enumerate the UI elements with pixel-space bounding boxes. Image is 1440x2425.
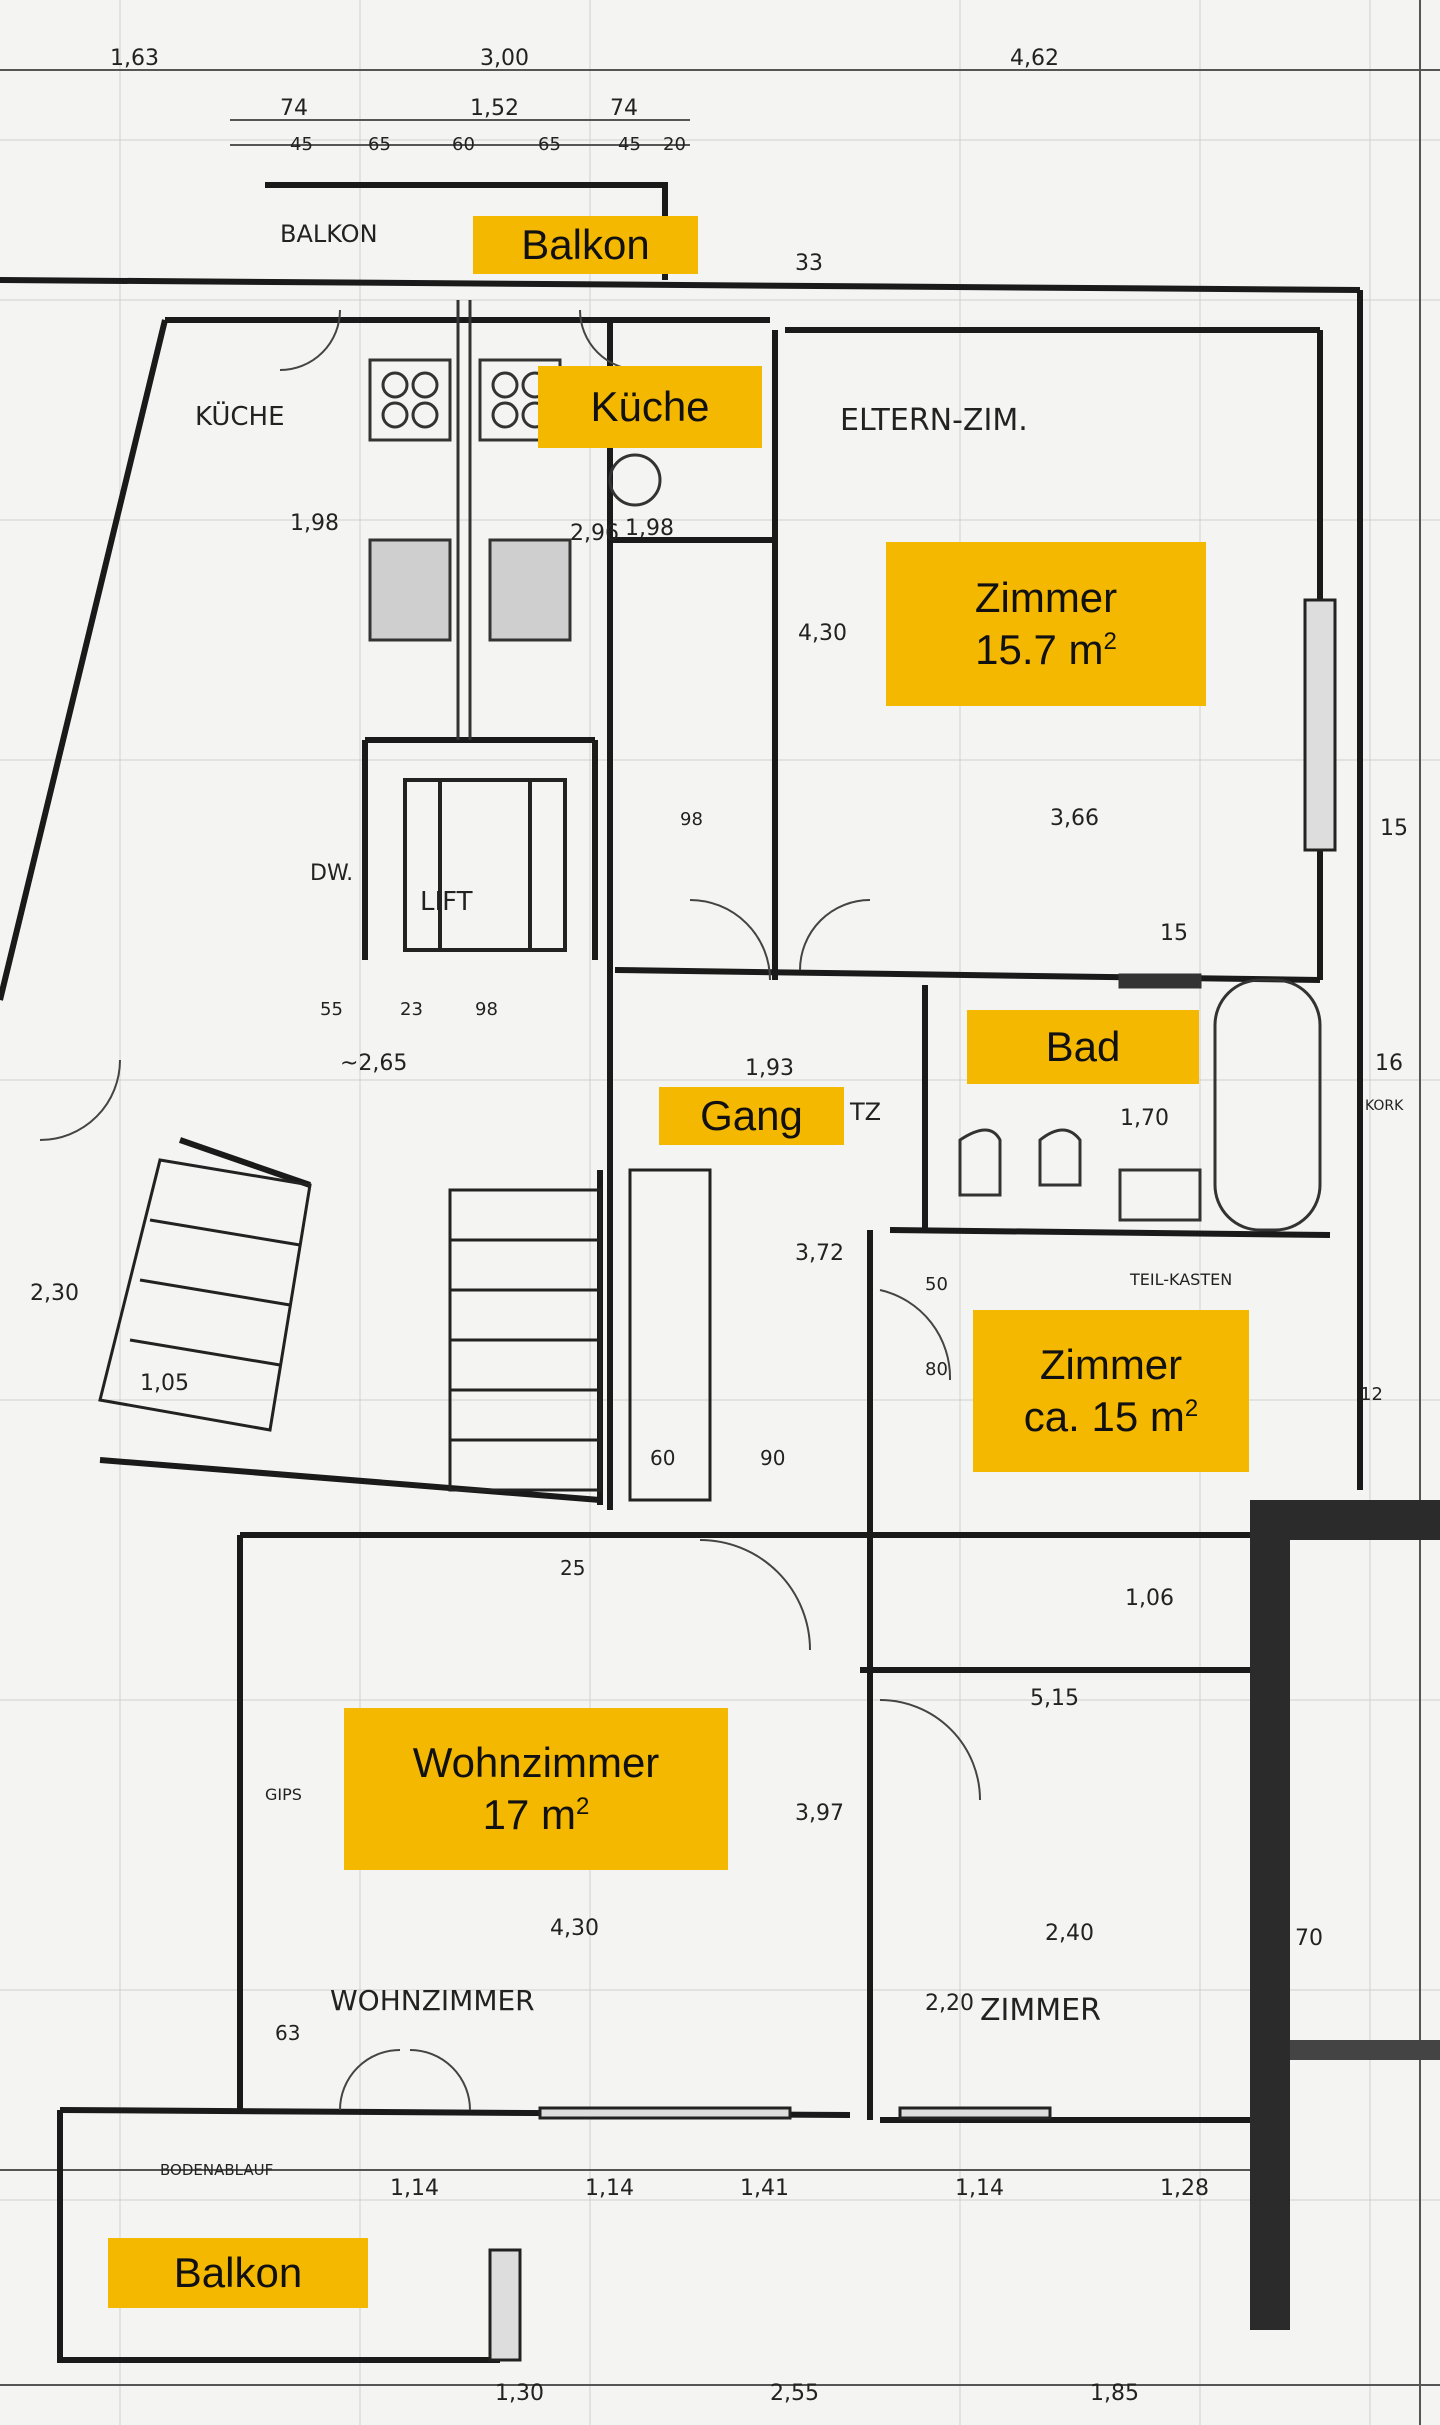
- stairs: [98, 1158, 712, 1502]
- dim-33: 33: [795, 251, 823, 276]
- dim-45a: 45: [290, 134, 313, 155]
- dim-98b: 98: [680, 809, 703, 830]
- plan-text-wohnzimmer: WOHNZIMMER: [330, 1984, 535, 2017]
- dim-430h: 4,30: [550, 1916, 599, 1941]
- dim-193: 1,93: [745, 1056, 794, 1081]
- plan-text-bodenablauf: BODENABLAUF: [160, 2161, 273, 2179]
- thick-wall: [1250, 1500, 1440, 2330]
- dim-130: 1,30: [495, 2381, 544, 2406]
- label-balkon-top: Balkon: [473, 216, 698, 274]
- label-zimmer-2-name: Zimmer: [1039, 1340, 1183, 1388]
- plan-text-zimmer: ZIMMER: [980, 1993, 1101, 2028]
- label-zimmer-2: Zimmer ca. 15 m2: [973, 1310, 1249, 1472]
- plan-annotations: BALKON KÜCHE ELTERN-ZIM. LIFT DW. WOHNZI…: [160, 220, 1404, 2179]
- label-kueche: Küche: [538, 366, 762, 448]
- dim-141: 1,41: [740, 2176, 789, 2201]
- plan-text-tz: TZ: [849, 1098, 881, 1126]
- dim-top-3: 4,62: [1010, 46, 1059, 71]
- dim-65b: 65: [538, 134, 561, 155]
- dim-55: 55: [320, 999, 343, 1020]
- plan-text-teil-kasten: TEIL-KASTEN: [1129, 1270, 1232, 1289]
- dim-45b: 45: [618, 134, 641, 155]
- dim-515: 5,15: [1030, 1686, 1079, 1711]
- dim-60: 60: [452, 134, 475, 155]
- dim-63: 63: [275, 2021, 300, 2045]
- dim-74a: 74: [280, 96, 308, 121]
- dim-397: 3,97: [795, 1801, 844, 1826]
- dim-15b: 15: [1160, 921, 1188, 946]
- dim-105: 1,05: [140, 1371, 189, 1396]
- plan-text-balkon: BALKON: [280, 220, 378, 248]
- label-balkon-bottom: Balkon: [108, 2238, 368, 2308]
- label-eltern-zimmer-area: 15.7 m: [975, 626, 1104, 673]
- dim-23: 23: [400, 999, 423, 1020]
- dim-12: 12: [1360, 1384, 1383, 1405]
- dim-240: 2,40: [1045, 1921, 1094, 1946]
- dim-170: 1,70: [1120, 1106, 1169, 1131]
- dim-50: 50: [925, 1274, 948, 1295]
- plan-text-lift: LIFT: [420, 887, 473, 917]
- dim-80: 80: [925, 1359, 948, 1380]
- label-wohnzimmer-area: 17 m: [482, 1791, 576, 1838]
- dim-15a: 15: [1380, 816, 1408, 841]
- dim-220: 2,20: [925, 1991, 974, 2016]
- dim-106: 1,06: [1125, 1586, 1174, 1611]
- plan-text-kueche: KÜCHE: [195, 400, 285, 432]
- plan-text-gips: GIPS: [265, 1785, 302, 1804]
- dim-185: 1,85: [1090, 2381, 1139, 2406]
- bathroom-fixtures: [958, 973, 1322, 1232]
- lift-shaft: [403, 778, 567, 952]
- kitchen-fixtures: [368, 300, 662, 740]
- door-swings: [39, 309, 981, 2111]
- walls: [0, 182, 1363, 2363]
- dim-114a: 1,14: [390, 2176, 439, 2201]
- area-exponent: 2: [1103, 628, 1117, 655]
- plan-text-eltern-zim: ELTERN-ZIM.: [840, 403, 1028, 438]
- plan-text-kork: KORK: [1365, 1098, 1404, 1114]
- dim-198b: 1,98: [625, 516, 674, 541]
- dim-430v: 4,30: [798, 621, 847, 646]
- dim-265: ~2,65: [340, 1051, 407, 1076]
- dim-230: 2,30: [30, 1281, 79, 1306]
- dim-25: 25: [560, 1556, 585, 1580]
- dim-296: 2,96: [570, 521, 619, 546]
- dim-255: 2,55: [770, 2381, 819, 2406]
- dim-74b: 74: [610, 96, 638, 121]
- dim-152: 1,52: [470, 96, 519, 121]
- windows: [488, 598, 1337, 2362]
- area-exponent: 2: [576, 1793, 590, 1820]
- dim-114b: 1,14: [585, 2176, 634, 2201]
- label-zimmer-2-area: ca. 15 m: [1023, 1393, 1185, 1440]
- dim-366: 3,66: [1050, 806, 1099, 831]
- label-bad: Bad: [967, 1010, 1199, 1084]
- dim-372: 3,72: [795, 1241, 844, 1266]
- label-wohnzimmer-name: Wohnzimmer: [412, 1738, 660, 1786]
- dim-90: 90: [760, 1446, 785, 1470]
- label-eltern-zimmer-name: Zimmer: [974, 573, 1118, 621]
- area-exponent: 2: [1184, 1395, 1199, 1422]
- plan-text-dw: DW.: [310, 861, 353, 886]
- dimension-numbers: 1,63 3,00 4,62 74 1,52 74 45 65 60 65 45…: [30, 46, 1408, 2406]
- dim-65a: 65: [368, 134, 391, 155]
- dim-20: 20: [663, 134, 686, 155]
- dim-60b: 60: [650, 1446, 675, 1470]
- dim-top-2: 3,00: [480, 46, 529, 71]
- dim-70: 70: [1295, 1926, 1323, 1951]
- label-eltern-zimmer: Zimmer 15.7 m2: [886, 542, 1206, 706]
- dim-128: 1,28: [1160, 2176, 1209, 2201]
- dim-98: 98: [475, 999, 498, 1020]
- dim-16: 16: [1375, 1051, 1403, 1076]
- dim-114c: 1,14: [955, 2176, 1004, 2201]
- dim-top-1: 1,63: [110, 46, 159, 71]
- dim-198a: 1,98: [290, 511, 339, 536]
- label-wohnzimmer: Wohnzimmer 17 m2: [344, 1708, 728, 1870]
- label-gang: Gang: [659, 1087, 844, 1145]
